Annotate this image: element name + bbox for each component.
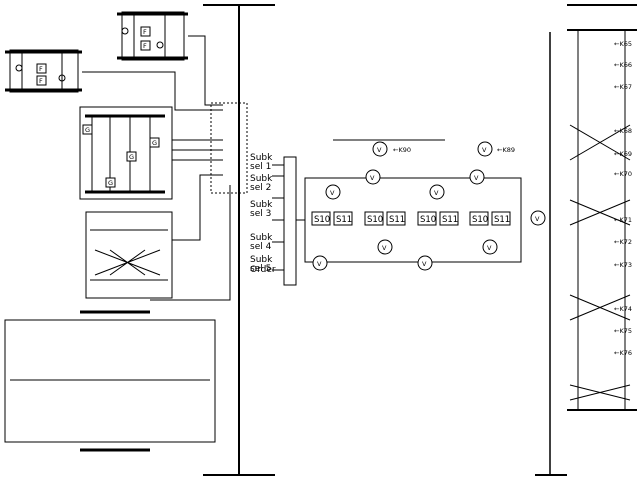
s-box-label: S10 <box>472 215 488 225</box>
v-node <box>377 239 393 255</box>
v-label: V <box>330 189 335 197</box>
f-label: F <box>143 28 147 36</box>
s-box-label: S11 <box>442 215 458 225</box>
s-box <box>386 211 406 226</box>
k-label: ←K66 <box>614 61 632 69</box>
round-function-region <box>304 139 522 263</box>
k-label: ←K73 <box>614 261 632 269</box>
s-box <box>491 211 511 226</box>
f-unit-top: F F <box>117 11 188 61</box>
k-label: ←K74 <box>614 305 632 313</box>
v-node <box>429 184 445 200</box>
s-box <box>311 211 331 226</box>
f-label: F <box>143 42 147 50</box>
s-box-label: S10 <box>420 215 436 225</box>
central-bus <box>203 4 275 476</box>
permutation-unit <box>85 211 173 299</box>
k-label: ←K72 <box>614 238 632 246</box>
mux-label: Order <box>250 265 276 275</box>
v-label: V <box>377 146 382 154</box>
k-label: ←K71 <box>614 216 632 224</box>
f-label: F <box>39 77 43 85</box>
v-label: V <box>482 146 487 154</box>
s-box-label: S10 <box>314 215 330 225</box>
s-box-label: S11 <box>494 215 510 225</box>
g-label: G <box>152 139 157 147</box>
v-label: V <box>422 260 427 268</box>
mux-label: sel 3 <box>250 209 271 219</box>
s-box <box>439 211 459 226</box>
g-unit: G G G G <box>79 106 173 200</box>
subkey-selector-mux <box>272 156 305 286</box>
v-label: V <box>487 244 492 252</box>
v-label: V <box>535 215 540 223</box>
mux-label: sel 2 <box>250 183 271 193</box>
mux-label: sel 1 <box>250 162 271 172</box>
v-node <box>325 184 341 200</box>
left-to-bus-wires <box>82 35 248 301</box>
s-box <box>333 211 353 226</box>
s-box-label: S11 <box>336 215 352 225</box>
mux-label: Subk <box>250 200 273 210</box>
feistel-network <box>567 29 637 411</box>
f-unit-left: F F <box>5 49 82 93</box>
mux-label: sel 5 <box>250 264 271 274</box>
v-label: V <box>317 260 322 268</box>
g-label: G <box>85 126 90 134</box>
k-label: ←K70 <box>614 170 632 178</box>
k-label: ←K67 <box>614 83 632 91</box>
g-label: G <box>129 153 134 161</box>
mixing-matrix <box>4 310 216 452</box>
v-label: V <box>434 189 439 197</box>
f-label: F <box>39 65 43 73</box>
k-label: ←K68 <box>614 127 632 135</box>
v-label: V <box>474 174 479 182</box>
k-label: ←K76 <box>614 349 632 357</box>
k-label: ←K75 <box>614 327 632 335</box>
k-label: ←K90 <box>393 146 411 154</box>
v-node <box>477 141 493 157</box>
s-box-label: S11 <box>389 215 405 225</box>
v-node <box>365 169 381 185</box>
v-label: V <box>370 174 375 182</box>
g-label: G <box>108 179 113 187</box>
v-node <box>417 255 433 271</box>
v-node <box>312 255 328 271</box>
mux-label: Subk <box>250 255 273 265</box>
v-node <box>482 239 498 255</box>
k-label: ←K65 <box>614 40 632 48</box>
v-label: V <box>382 244 387 252</box>
mux-label: Subk <box>250 153 273 163</box>
mux-label: sel 4 <box>250 242 272 252</box>
right-bus <box>535 4 637 476</box>
mux-label: Subk <box>250 233 273 243</box>
v-node <box>372 141 388 157</box>
s-box <box>469 211 489 226</box>
v-node <box>469 169 485 185</box>
s-box <box>417 211 437 226</box>
s-box <box>364 211 384 226</box>
mux-label: Subk <box>250 174 273 184</box>
k-label: ←K89 <box>497 146 515 154</box>
s-box-label: S10 <box>367 215 383 225</box>
v-node <box>530 210 546 226</box>
k-label: ←K69 <box>614 150 632 158</box>
